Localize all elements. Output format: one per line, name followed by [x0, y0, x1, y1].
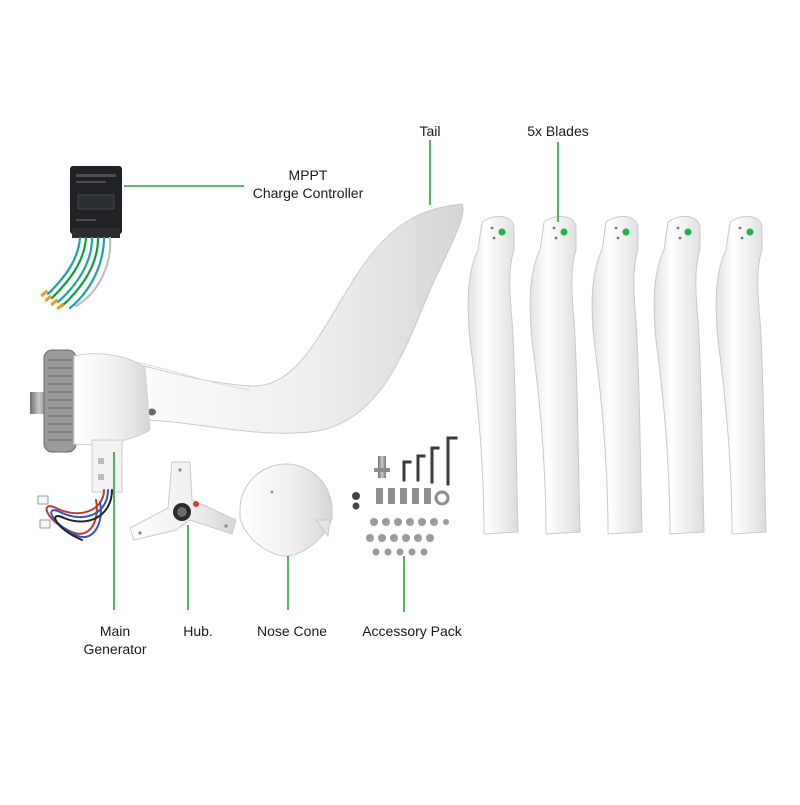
- blade-bolt-hole: [490, 226, 494, 230]
- generator-label-line1: Main: [99, 623, 131, 639]
- blade-mount-marker: [746, 228, 754, 236]
- hub-label: Hub.: [183, 623, 213, 639]
- washers-nuts: [366, 518, 449, 556]
- blade-mount-marker: [560, 228, 568, 236]
- controller-wires: [46, 236, 112, 310]
- blade-bolt-hole: [554, 236, 558, 240]
- blade-bolt-hole: [678, 236, 682, 240]
- hub: [129, 461, 237, 541]
- accessory-pack: [352, 436, 458, 556]
- blades-label: 5x Blades: [527, 123, 589, 139]
- blade-mount-marker: [684, 228, 692, 236]
- blade-bolt-hole: [614, 226, 618, 230]
- blade: [715, 216, 767, 535]
- accessory-pack-label: Accessory Pack: [362, 623, 462, 639]
- main-generator: [30, 349, 151, 541]
- nose-cone-label: Nose Cone: [256, 623, 328, 639]
- blade-mount-marker: [498, 228, 506, 236]
- controller-wire-tips: [40, 289, 65, 311]
- blade-bolt-hole: [738, 226, 742, 230]
- tail-and-body: [94, 203, 464, 434]
- blade: [591, 216, 643, 535]
- controller-label-line1: MPPT: [288, 167, 328, 183]
- blade-bolt-hole: [740, 236, 744, 240]
- controller-label: MPPT Charge Controller: [238, 166, 378, 202]
- nose-cone: [239, 463, 333, 557]
- blade: [467, 216, 519, 535]
- controller-label-line2: Charge Controller: [252, 185, 364, 201]
- blade-bolt-hole: [676, 226, 680, 230]
- blade: [653, 216, 705, 535]
- tail-label: Tail: [419, 123, 441, 139]
- blade: [529, 216, 581, 535]
- generator-label: Main Generator: [70, 622, 160, 658]
- mppt-charge-controller: [40, 166, 122, 311]
- blade-bolt-hole: [616, 236, 620, 240]
- blade-mount-marker: [622, 228, 630, 236]
- blade-bolt-hole: [552, 226, 556, 230]
- blade-bolt-hole: [492, 236, 496, 240]
- generator-label-line2: Generator: [83, 641, 147, 657]
- blades-group: [467, 216, 767, 535]
- generator-wires: [45, 489, 113, 541]
